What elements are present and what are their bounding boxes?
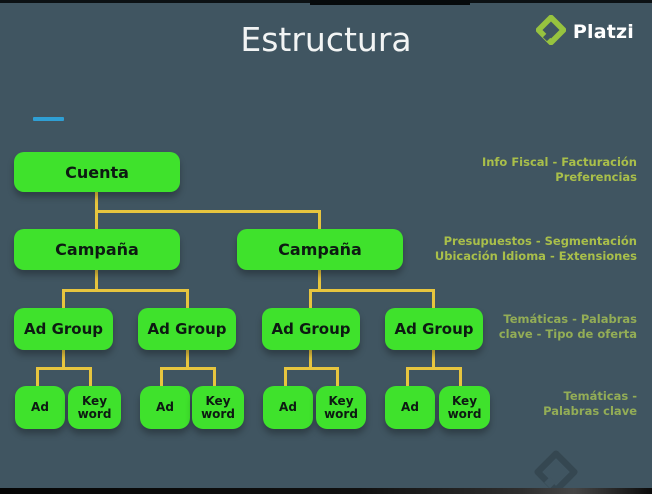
connector-segment bbox=[95, 210, 321, 213]
node-adgroup-2: Ad Group bbox=[138, 308, 236, 350]
annotation-line: Ubicación Idioma - Extensiones bbox=[434, 249, 637, 263]
connector-segment bbox=[459, 367, 462, 386]
annotation-line: Preferencias bbox=[555, 170, 637, 184]
connector-segment bbox=[160, 367, 216, 370]
connector-segment bbox=[284, 367, 287, 386]
platzi-brand-text: Platzi bbox=[572, 21, 634, 43]
annotation-tematicas-oferta: Temáticas - Palabras clave - Tipo de ofe… bbox=[407, 312, 637, 342]
node-campana-1: Campaña bbox=[14, 229, 180, 270]
node-adgroup-4: Ad Group bbox=[385, 308, 483, 350]
connector-segment bbox=[213, 367, 216, 386]
node-adgroup-1: Ad Group bbox=[14, 308, 113, 350]
connector-segment bbox=[318, 210, 321, 230]
connector-segment bbox=[62, 289, 189, 292]
node-keyword-3: Key word bbox=[316, 386, 366, 429]
annotation-presupuestos: Presupuestos - Segmentación Ubicación Id… bbox=[407, 234, 637, 264]
connector-segment bbox=[62, 289, 65, 308]
annotation-line: Temáticas - Palabras bbox=[503, 312, 637, 326]
connector-segment bbox=[309, 350, 312, 369]
connector-segment bbox=[406, 367, 462, 370]
annotation-line: Info Fiscal - Facturación bbox=[481, 155, 637, 169]
node-adgroup-3: Ad Group bbox=[262, 308, 360, 350]
connector-segment bbox=[95, 270, 98, 290]
accent-dash bbox=[33, 117, 64, 121]
connector-segment bbox=[406, 367, 409, 386]
annotation-info-fiscal: Info Fiscal - Facturación Preferencias bbox=[407, 155, 637, 185]
node-campana-2: Campaña bbox=[237, 229, 403, 270]
connector-segment bbox=[36, 367, 39, 386]
connector-segment bbox=[36, 367, 92, 370]
connector-segment bbox=[432, 289, 435, 308]
platzi-brand: Platzi bbox=[535, 14, 634, 49]
node-ad-4: Ad bbox=[385, 386, 435, 429]
connector-segment bbox=[186, 350, 189, 369]
node-ad-1: Ad bbox=[15, 386, 65, 429]
connector-segment bbox=[62, 350, 65, 369]
node-keyword-2: Key word bbox=[192, 386, 244, 429]
connector-segment bbox=[186, 289, 189, 308]
annotation-line: Temáticas - bbox=[563, 389, 638, 403]
annotation-line: Presupuestos - Segmentación bbox=[443, 234, 637, 248]
node-keyword-1: Key word bbox=[68, 386, 121, 429]
connector-segment bbox=[309, 289, 312, 308]
node-cuenta: Cuenta bbox=[14, 152, 180, 192]
connector-segment bbox=[309, 289, 435, 292]
connector-segment bbox=[318, 270, 321, 290]
annotation-line: clave - Tipo de oferta bbox=[498, 327, 637, 341]
node-keyword-4: Key word bbox=[439, 386, 490, 429]
top-edge-dark-segment bbox=[310, 0, 470, 5]
bottom-edge-bar bbox=[0, 488, 652, 494]
annotation-tematicas-keywords: Temáticas - Palabras clave bbox=[407, 389, 637, 419]
annotation-line: Palabras clave bbox=[543, 404, 637, 418]
connector-segment bbox=[284, 367, 339, 370]
node-ad-2: Ad bbox=[140, 386, 190, 429]
connector-segment bbox=[432, 350, 435, 369]
connector-segment bbox=[160, 367, 163, 386]
page-title: Estructura bbox=[240, 20, 412, 59]
node-ad-3: Ad bbox=[263, 386, 313, 429]
connector-segment bbox=[89, 367, 92, 386]
connector-segment bbox=[336, 367, 339, 386]
platzi-logo-icon bbox=[535, 14, 567, 49]
